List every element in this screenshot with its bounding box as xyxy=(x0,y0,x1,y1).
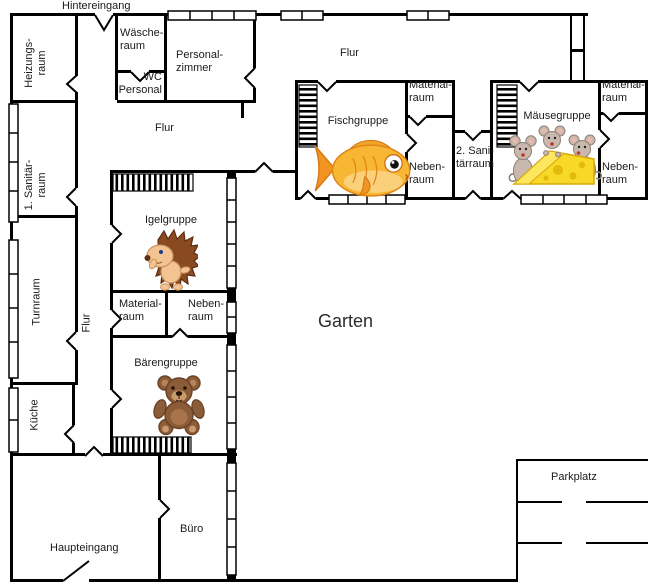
room-label-hintereingang: Hintereingang xyxy=(62,0,131,12)
room-label-materialraum-fisch: Material- raum xyxy=(409,79,452,104)
room-label-flur-oben: Flur xyxy=(340,47,359,59)
parking-lines-layer xyxy=(516,459,648,581)
room-label-nebenraum-maus: Neben- raum xyxy=(602,161,639,186)
room-label-fischgruppe: Fischgruppe xyxy=(327,115,389,127)
area-label-parkplatz: Parkplatz xyxy=(551,471,597,483)
area-label-garten: Garten xyxy=(318,311,374,331)
room-label-maeusegruppe: Mäusegruppe xyxy=(523,110,591,122)
room-label-nebenraum-fisch: Neben- raum xyxy=(409,161,446,186)
room-label-igelgruppe: Igelgruppe xyxy=(145,214,197,226)
room-label-kueche: Küche xyxy=(28,399,41,431)
room-label-personalzimmer: Personal- zimmer xyxy=(176,49,224,74)
room-label-sanitaerraum-2: 2. Sani- tärraum xyxy=(456,145,494,170)
room-label-flur-vertikal: Flur xyxy=(80,313,93,333)
room-label-waescheraum: Wäsche- raum xyxy=(120,27,164,52)
room-label-materialraum-igel: Material- raum xyxy=(119,298,162,323)
doors-layer xyxy=(62,14,620,582)
room-label-materialraum-maus: Material- raum xyxy=(602,79,645,104)
room-label-flur-mitte: Flur xyxy=(155,122,174,134)
teddy-bear-icon xyxy=(153,375,205,436)
windows-layer xyxy=(8,10,608,576)
hatch-bars-layer xyxy=(112,84,518,454)
room-label-buero: Büro xyxy=(180,523,204,535)
room-label-heizungsraum: Heizungs- raum xyxy=(23,38,48,88)
area-label-haupteingang: Haupteingang xyxy=(50,542,119,554)
walls-layer xyxy=(10,13,648,582)
room-label-wc-personal: WC Personal xyxy=(118,71,162,96)
room-label-nebenraum-igel: Neben- raum xyxy=(188,298,225,323)
room-label-sanitaerraum-1: 1. Sanitär- raum xyxy=(23,159,48,211)
hedgehog-icon xyxy=(144,228,198,291)
goldfish-icon xyxy=(314,139,411,197)
mice-with-cheese-icon xyxy=(508,125,602,185)
room-label-turnraum: Turnraum xyxy=(30,278,43,326)
room-label-baerengruppe: Bärengruppe xyxy=(134,357,198,369)
